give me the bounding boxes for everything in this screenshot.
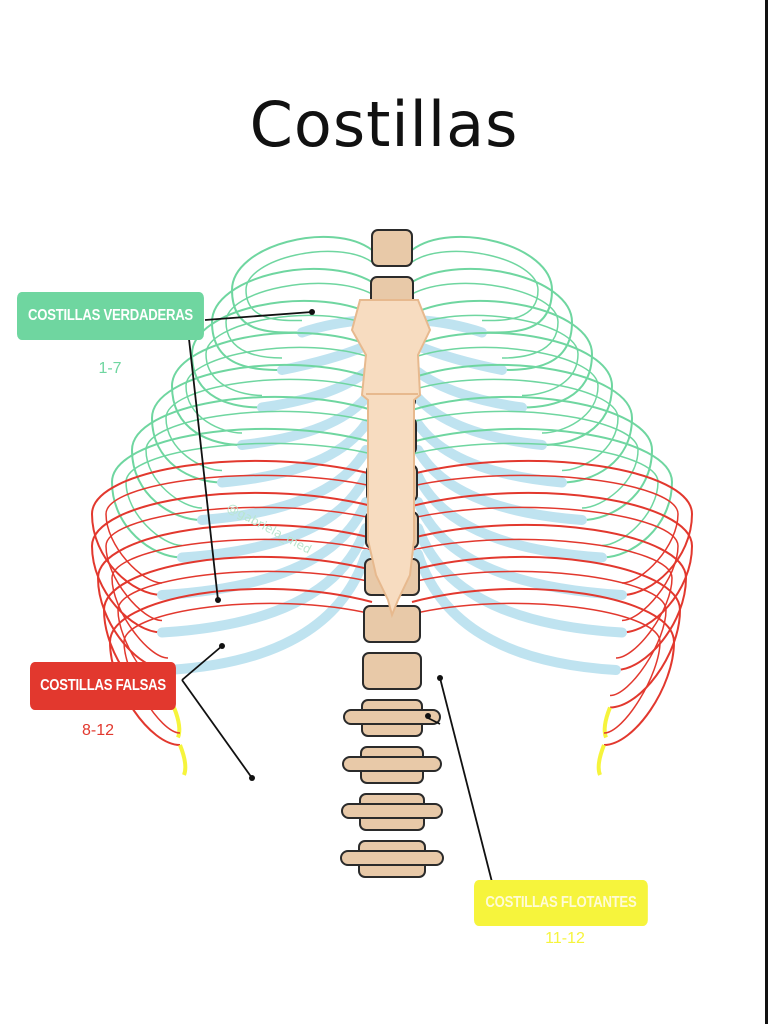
rib-inner: [185, 346, 373, 434]
costal-cartilage: [217, 419, 371, 488]
vertebra: [362, 652, 422, 690]
rib: [411, 587, 676, 746]
rib-inner: [411, 602, 661, 734]
rib: [190, 299, 373, 409]
page-edge: [765, 0, 768, 1024]
pointer-dots: [215, 309, 443, 781]
costal-cartilage: [157, 523, 371, 638]
rib-inner: [411, 474, 679, 584]
costal-cartilage: [413, 341, 507, 375]
true-ribs-label: COSTILLAS VERDADERAS: [17, 292, 204, 340]
transverse-process: [341, 803, 443, 819]
floating-rib-tip: [172, 706, 182, 739]
rib-inner: [411, 346, 599, 434]
costal-cartilage: [413, 445, 587, 525]
costal-cartilage: [413, 549, 621, 675]
pointer-lines: [181, 311, 493, 883]
false-ribs-label: COSTILLAS FALSAS: [30, 662, 176, 710]
transverse-process: [340, 850, 444, 866]
rib: [230, 236, 373, 334]
rib-inner: [111, 538, 373, 659]
floating-ribs-label: COSTILLAS FLOTANTES: [474, 880, 648, 926]
rib: [411, 491, 694, 634]
rib-inner: [105, 506, 373, 622]
rib-inner: [165, 378, 373, 472]
rib-inner: [245, 250, 373, 322]
rib: [170, 331, 373, 446]
vertebra: [371, 229, 413, 267]
costal-cartilage: [277, 341, 371, 375]
rib: [411, 395, 654, 521]
costal-cartilage: [197, 445, 371, 525]
rib: [411, 236, 554, 334]
rib-inner: [411, 442, 659, 547]
rib-inner: [105, 474, 373, 584]
floating-rib-tip: [596, 744, 606, 776]
costal-cartilage: [413, 497, 627, 600]
rib-inner: [411, 538, 673, 659]
transverse-process: [342, 756, 442, 772]
rib-inner: [411, 378, 619, 472]
transverse-process: [343, 709, 441, 725]
costal-cartilage: [163, 549, 371, 675]
rib: [150, 363, 373, 484]
rib: [90, 459, 373, 596]
false-ribs-range: 8-12: [81, 722, 115, 739]
rib-inner: [411, 506, 679, 622]
costal-cartilage: [413, 471, 607, 563]
floating-rib-tip: [602, 706, 612, 739]
costal-cartilage: [413, 523, 627, 638]
rib: [108, 587, 373, 746]
rib-inner: [411, 314, 579, 397]
rib: [110, 427, 373, 559]
rib-inner: [411, 570, 667, 697]
costal-cartilage: [413, 367, 527, 413]
ribs-group: [90, 236, 694, 776]
floating-rib-tip: [178, 744, 188, 776]
rib: [411, 331, 614, 446]
rib: [411, 299, 594, 409]
sternum: [350, 299, 432, 619]
costal-cartilage: [157, 497, 371, 600]
rib-inner: [125, 442, 373, 547]
rib-inner: [411, 410, 639, 509]
true-ribs-range: 1-7: [98, 360, 122, 377]
rib: [90, 491, 373, 634]
costal-cartilage: [413, 419, 567, 488]
rib-inner: [123, 602, 373, 734]
floating-ribs-range: 11-12: [545, 930, 585, 947]
page-title: Costillas: [249, 88, 519, 161]
rib: [411, 459, 694, 596]
rib-inner: [205, 314, 373, 397]
rib: [130, 395, 373, 521]
costal-cartilage: [257, 367, 371, 413]
costal-cartilage: [177, 471, 371, 563]
rib-inner: [411, 250, 539, 322]
rib-inner: [145, 410, 373, 509]
rib: [411, 427, 674, 559]
rib: [411, 363, 634, 484]
